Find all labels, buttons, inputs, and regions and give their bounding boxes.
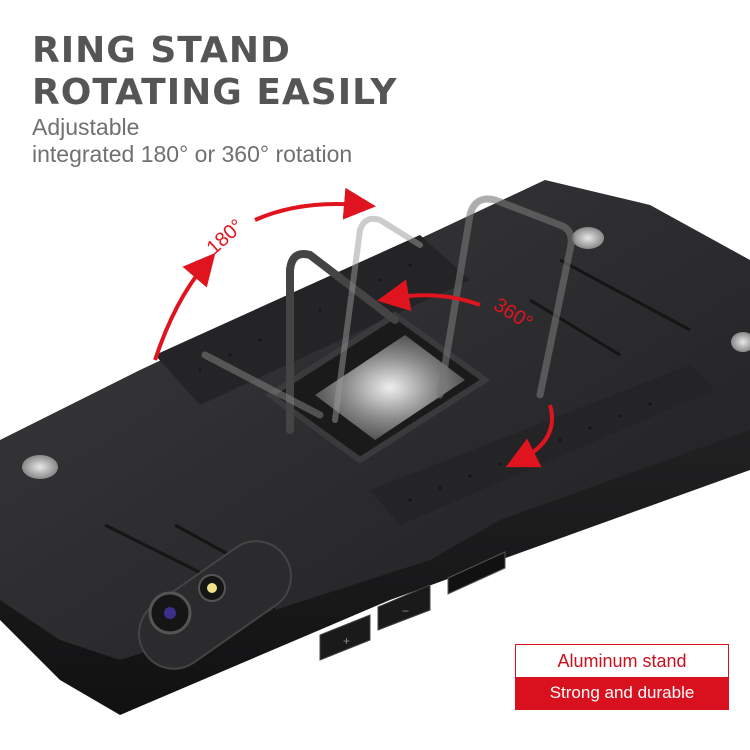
power-button — [447, 551, 506, 595]
badge-aluminum-stand: Aluminum stand — [516, 645, 728, 677]
screw-disc-3 — [731, 332, 750, 352]
headline-line-2: ROTATING EASILY — [32, 72, 398, 113]
volume-up-button — [319, 614, 371, 661]
ring-stand-motion — [201, 195, 575, 434]
svg-text:+: + — [343, 634, 350, 648]
arrow-180-upper — [254, 187, 376, 222]
grip-panel-top — [155, 235, 470, 405]
badge-strong-durable: Strong and durable — [516, 677, 728, 709]
screw-disc-1 — [22, 455, 58, 479]
aluminum-disc — [315, 335, 465, 440]
subheadline: Adjustable integrated 180° or 360° rotat… — [32, 114, 352, 168]
subheadline-line-1: Adjustable — [32, 114, 140, 140]
ring-stand-base — [264, 311, 491, 464]
subheadline-line-2: integrated 180° or 360° rotation — [32, 141, 353, 167]
arrow-180-lower — [153, 252, 216, 361]
arrow-360-down — [505, 404, 554, 468]
screw-disc-2 — [572, 227, 604, 249]
camera-module — [138, 540, 292, 670]
headline: RING STAND ROTATING EASILY — [32, 30, 398, 114]
volume-down-button — [377, 584, 431, 631]
svg-text:−: − — [402, 604, 409, 618]
rotation-arrows — [153, 187, 554, 468]
side-buttons: + − — [319, 551, 506, 661]
feature-badge: Aluminum stand Strong and durable — [515, 644, 729, 710]
headline-line-1: RING STAND — [32, 30, 291, 71]
arrow-360-left — [377, 279, 481, 312]
